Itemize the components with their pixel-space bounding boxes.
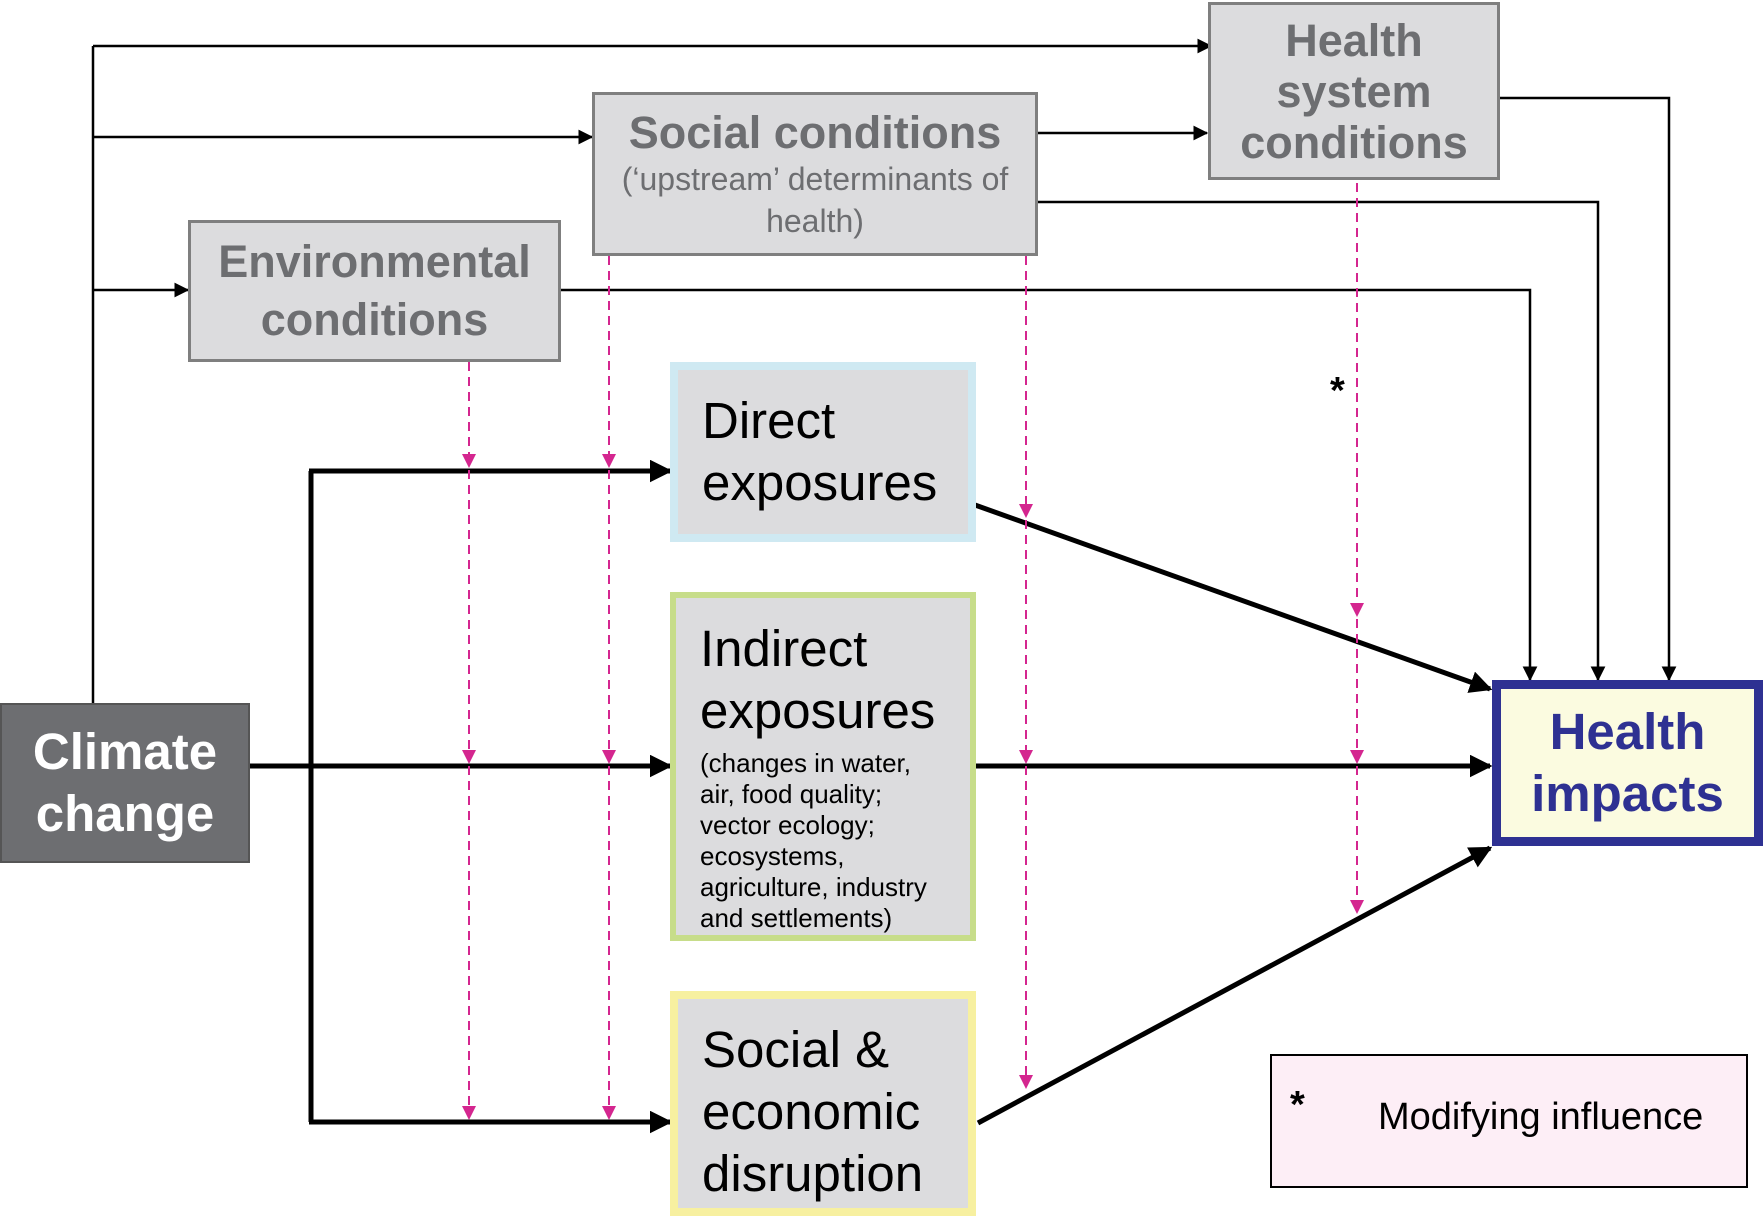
direct-exposures-label: Direct exposures	[702, 392, 938, 511]
social-economic-disruption-box: Social & economic disruption	[670, 991, 976, 1216]
direct-exposures-box: Direct exposures	[670, 362, 976, 542]
condition-connectors	[91, 38, 1677, 705]
indirect-exposures-title: Indirect exposures	[700, 620, 936, 739]
legend-asterisk: *	[1290, 1084, 1305, 1126]
legend-label: Modifying influence	[1378, 1096, 1704, 1138]
social-economic-disruption-label: Social & economic disruption	[702, 1021, 924, 1202]
social-conditions-box: Social conditions (‘upstream’ determinan…	[592, 92, 1038, 256]
environmental-conditions-box: Environmental conditions	[188, 220, 561, 362]
health-system-conditions-label: Health system conditions	[1240, 14, 1468, 168]
arrow-health-system-to-impacts	[1500, 96, 1677, 682]
arrow-direct-to-impacts	[974, 502, 1493, 693]
indirect-exposures-details: (changes in water, air, food quality; ve…	[700, 748, 927, 933]
climate-change-box: Climate change	[0, 703, 250, 863]
health-impacts-label: Health impacts	[1531, 703, 1724, 822]
health-impacts-box: Health impacts	[1492, 680, 1763, 846]
social-conditions-subtitle: (‘upstream’ determinants of health)	[621, 160, 1009, 239]
arrow-social-economic-to-impacts	[976, 845, 1493, 1126]
legend-box: * Modifying influence	[1270, 1054, 1748, 1188]
climate-change-label: Climate change	[32, 723, 218, 842]
indirect-exposures-box: Indirect exposures (changes in water, ai…	[670, 592, 976, 941]
environmental-conditions-label: Environmental conditions	[218, 236, 531, 345]
arrow-social-to-impacts	[1037, 200, 1606, 682]
health-system-conditions-box: Health system conditions	[1208, 2, 1500, 180]
exposure-connectors	[249, 459, 1493, 1134]
health-system-modifier-asterisk: *	[1330, 370, 1345, 412]
arrow-environmental-to-impacts	[561, 288, 1538, 682]
social-conditions-title: Social conditions	[628, 106, 1002, 158]
